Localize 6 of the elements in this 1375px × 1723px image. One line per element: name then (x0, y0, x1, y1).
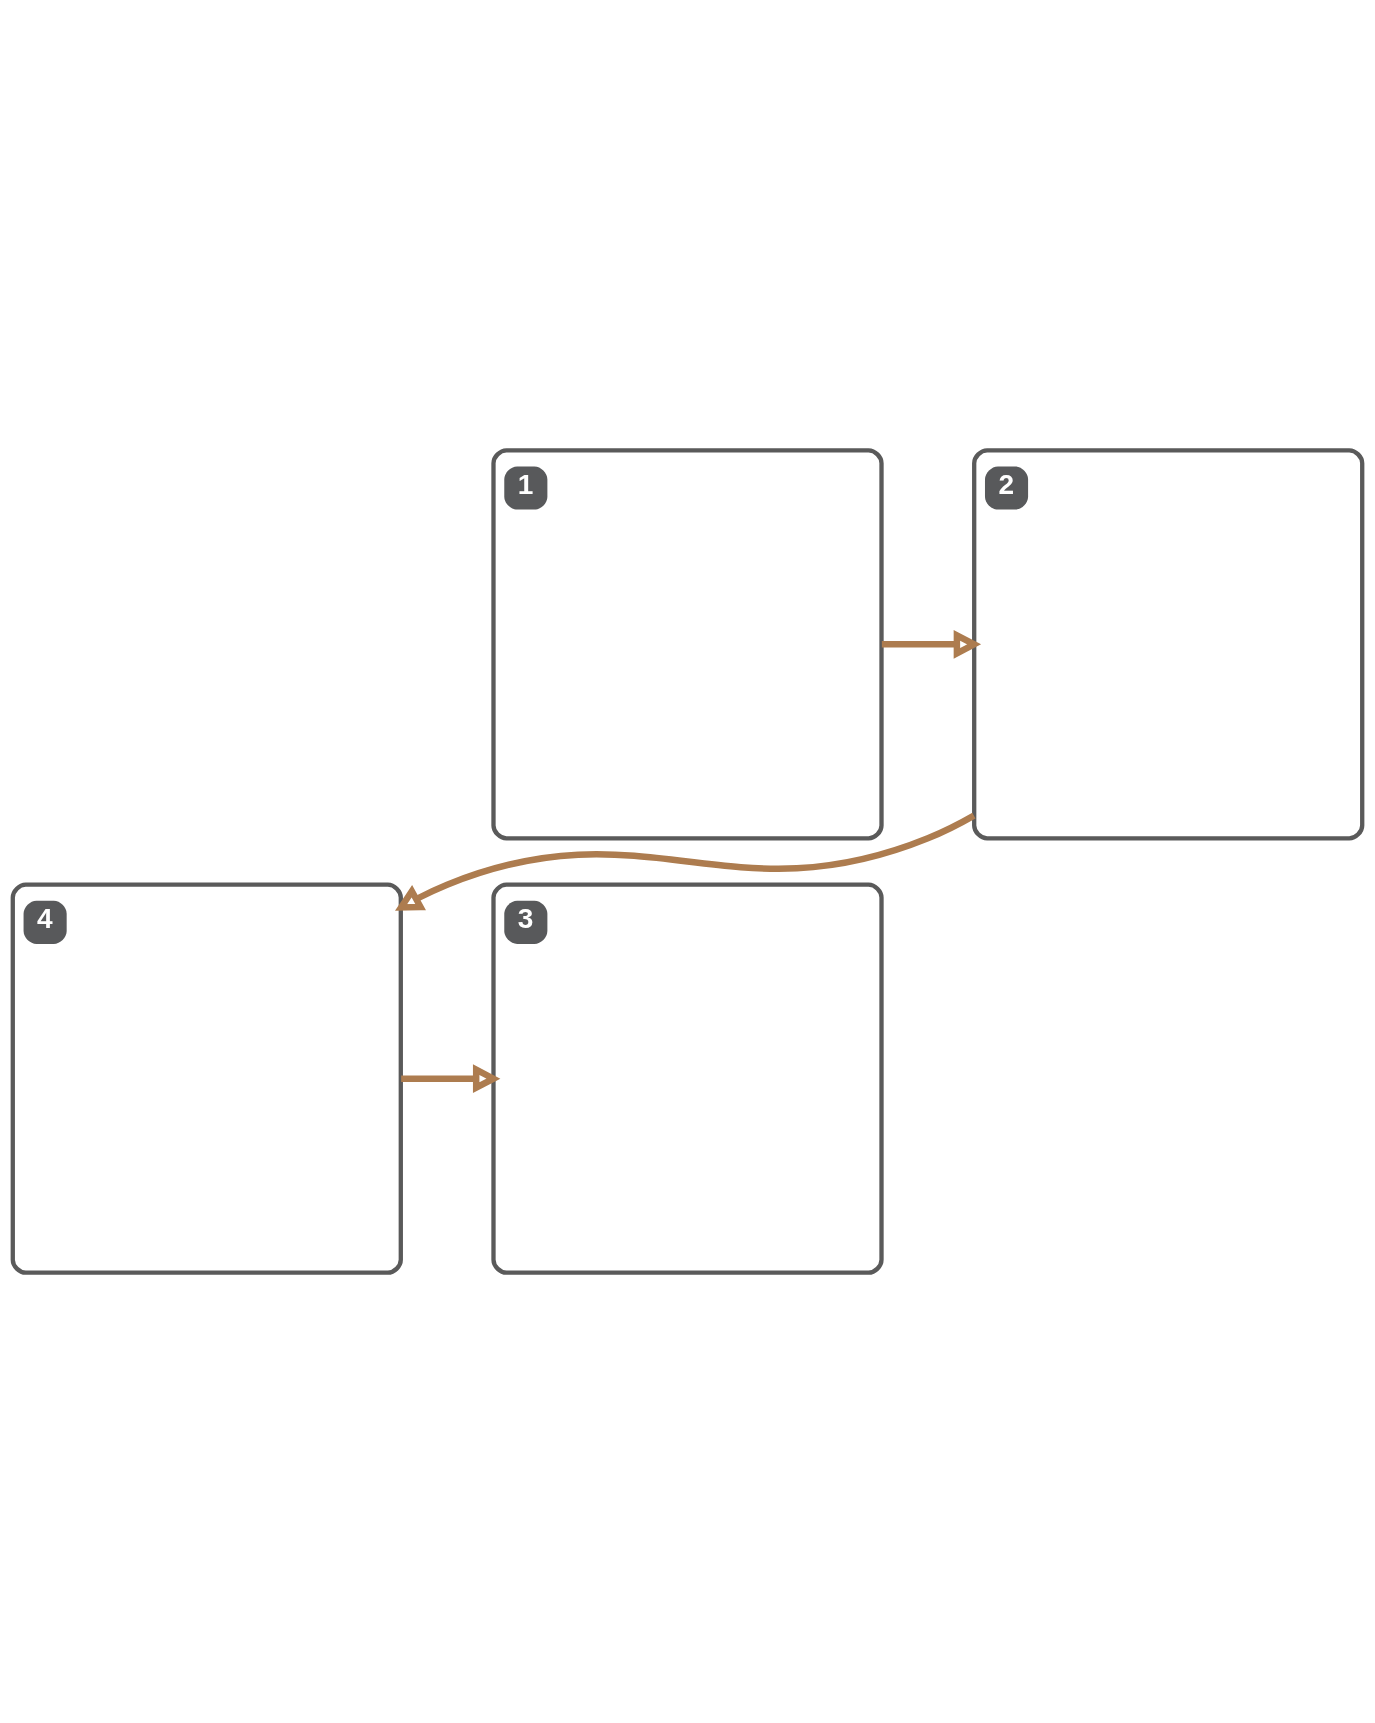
node-box: 1 (491, 448, 884, 841)
node-box: 2 (972, 448, 1365, 841)
node-box: 3 (491, 882, 884, 1275)
arrow (395, 812, 976, 911)
node-box: 4 (10, 882, 403, 1275)
arrow (881, 629, 982, 659)
